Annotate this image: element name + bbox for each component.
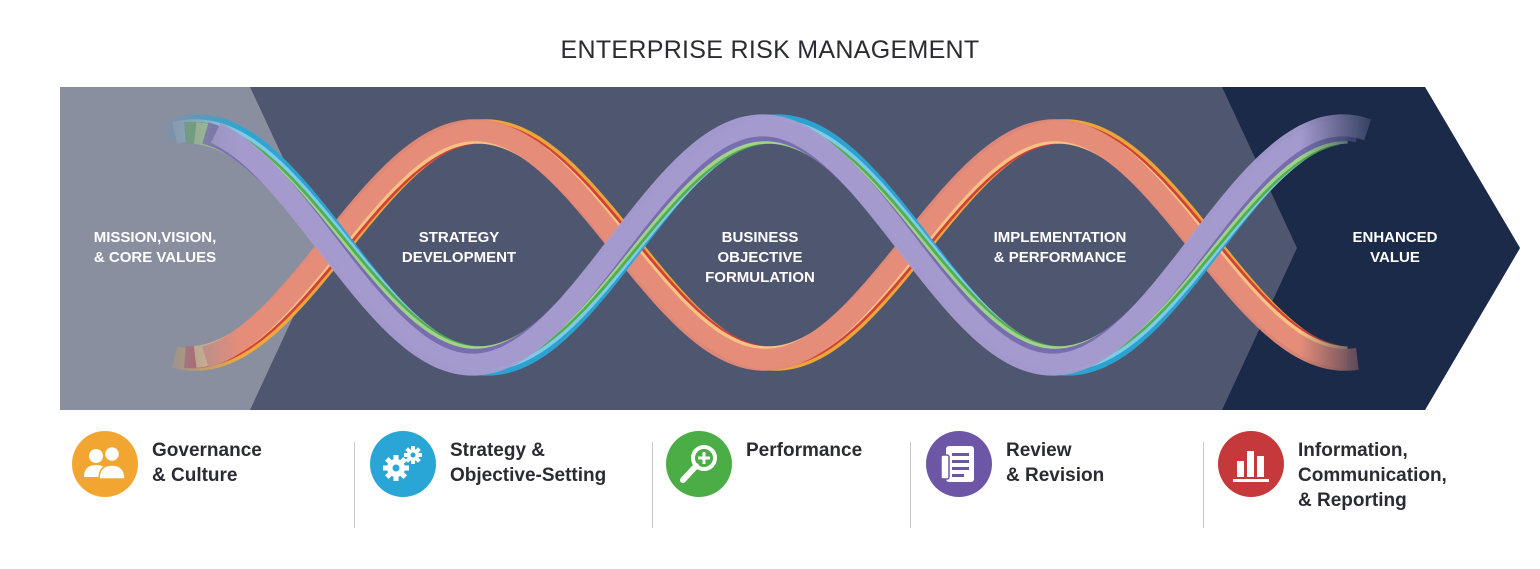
stage-implementation-performance: IMPLEMENTATION & PERFORMANCE	[993, 229, 1127, 266]
component-review-revision: Review & Revision	[926, 428, 1176, 533]
stage-strategy-development: STRATEGY DEVELOPMENT	[401, 229, 517, 266]
component-label: Information, Communication, & Reporting	[1298, 440, 1447, 511]
magnifier-icon	[666, 431, 732, 497]
component-strategy-objective-setting: Strategy & Objective-Setting	[370, 428, 640, 533]
divider	[910, 442, 911, 528]
ribbon-helix	[159, 114, 1372, 376]
stage-mission-vision-values: MISSION,VISION, & CORE VALUES	[93, 229, 217, 266]
component-information-communication-reporting: Information, Communication, & Reporting	[1218, 428, 1478, 533]
component-label: Performance	[746, 440, 863, 461]
bar-chart-icon	[1218, 431, 1284, 497]
stage-enhanced-value: ENHANCED VALUE	[1352, 229, 1438, 266]
divider	[1203, 442, 1204, 528]
divider	[354, 442, 355, 528]
erm-banner	[60, 87, 1520, 410]
component-label: Governance & Culture	[152, 440, 262, 486]
gears-icon	[370, 431, 436, 497]
component-performance: Performance	[666, 428, 896, 533]
page-title: ENTERPRISE RISK MANAGEMENT	[560, 36, 980, 64]
component-governance-culture: Governance & Culture	[72, 428, 332, 533]
component-label: Review & Revision	[1006, 440, 1105, 486]
document-icon	[926, 431, 992, 497]
divider	[652, 442, 653, 528]
cool-ribbon-band	[210, 114, 1372, 376]
people-icon	[72, 431, 138, 497]
warm-ribbon-band	[202, 119, 1359, 371]
component-label: Strategy & Objective-Setting	[450, 440, 607, 486]
stage-business-objective-formulation: BUSINESS OBJECTIVE FORMULATION	[705, 229, 815, 286]
